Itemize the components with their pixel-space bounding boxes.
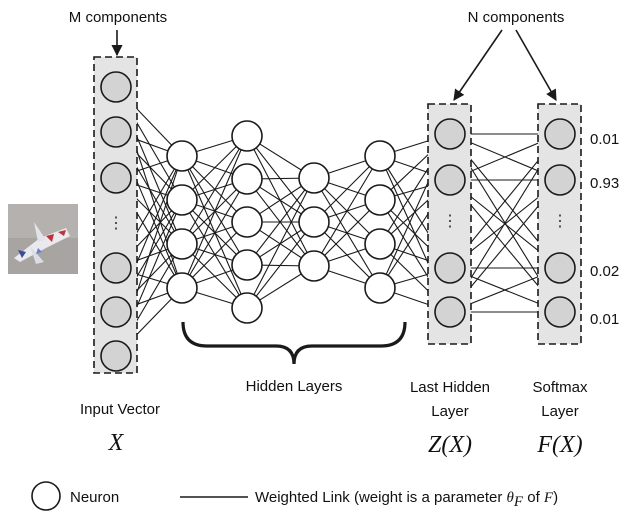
link-legend-label: Weighted Link (weight is a parameter θF …	[255, 489, 558, 510]
softmax-label-line1: Softmax	[532, 379, 588, 396]
last-hidden-label-line2: Layer	[431, 403, 469, 420]
softmax-neuron	[544, 252, 576, 284]
hidden-neuron	[231, 206, 263, 238]
last-hidden-label-line1: Last Hidden	[410, 379, 490, 396]
hidden-neuron	[166, 228, 198, 260]
hidden-layers-label: Hidden Layers	[246, 378, 343, 395]
weighted-links	[115, 86, 561, 357]
weighted-link	[313, 155, 381, 267]
input-neuron	[100, 340, 132, 372]
softmax-neuron	[544, 118, 576, 150]
output-value: 0.01	[590, 131, 619, 148]
neurons	[100, 71, 576, 372]
weighted-link	[246, 177, 315, 266]
hidden-neuron	[364, 184, 396, 216]
n-components-arrow-left	[453, 29, 503, 101]
weighted-link	[246, 177, 315, 309]
last-hidden-neuron	[434, 296, 466, 328]
last-hidden-symbol: Z(X)	[428, 432, 472, 458]
hidden-neuron	[298, 162, 330, 194]
softmax-neuron	[544, 296, 576, 328]
last-hidden-neuron	[434, 164, 466, 196]
input-neuron	[100, 71, 132, 103]
m-components-label: M components	[69, 9, 167, 26]
input-neuron	[100, 252, 132, 284]
hidden-neuron	[231, 120, 263, 152]
output-value: 0.02	[590, 263, 619, 280]
hidden-neuron	[166, 272, 198, 304]
input-neuron	[100, 296, 132, 328]
n-components-arrow-right	[515, 29, 557, 101]
hidden-neuron	[298, 250, 330, 282]
hidden-neuron	[298, 206, 330, 238]
input-neuron	[100, 116, 132, 148]
input-neuron	[100, 162, 132, 194]
output-value: 0.93	[590, 175, 619, 192]
weighted-link	[181, 178, 248, 289]
hidden-neuron	[166, 140, 198, 172]
input-vector-label: Input Vector	[80, 401, 160, 418]
last-hidden-neuron	[434, 252, 466, 284]
hidden-layers-brace	[181, 321, 407, 365]
last-hidden-neuron	[434, 118, 466, 150]
hidden-neuron	[231, 163, 263, 195]
weighted-link	[181, 135, 248, 245]
output-value: 0.01	[590, 311, 619, 328]
input-ellipsis: ⋮	[108, 215, 124, 232]
n-components-label: N components	[468, 9, 565, 26]
softmax-neuron	[544, 164, 576, 196]
hidden-neuron	[231, 292, 263, 324]
softmax-label-line2: Layer	[541, 403, 579, 420]
hidden-neuron	[231, 249, 263, 281]
last-hidden-ellipsis: ⋮	[442, 213, 458, 230]
neuron-legend-label: Neuron	[70, 489, 119, 506]
softmax-symbol: F(X)	[536, 432, 582, 458]
hidden-neuron	[364, 272, 396, 304]
softmax-ellipsis: ⋮	[552, 213, 568, 230]
weighted-link	[246, 221, 315, 309]
input-symbol: X	[108, 430, 125, 456]
neuron-legend-icon	[31, 481, 61, 511]
weighted-link	[181, 135, 248, 289]
hidden-neuron	[364, 140, 396, 172]
hidden-neuron	[166, 184, 198, 216]
hidden-neuron	[364, 228, 396, 260]
input-image	[8, 204, 78, 274]
